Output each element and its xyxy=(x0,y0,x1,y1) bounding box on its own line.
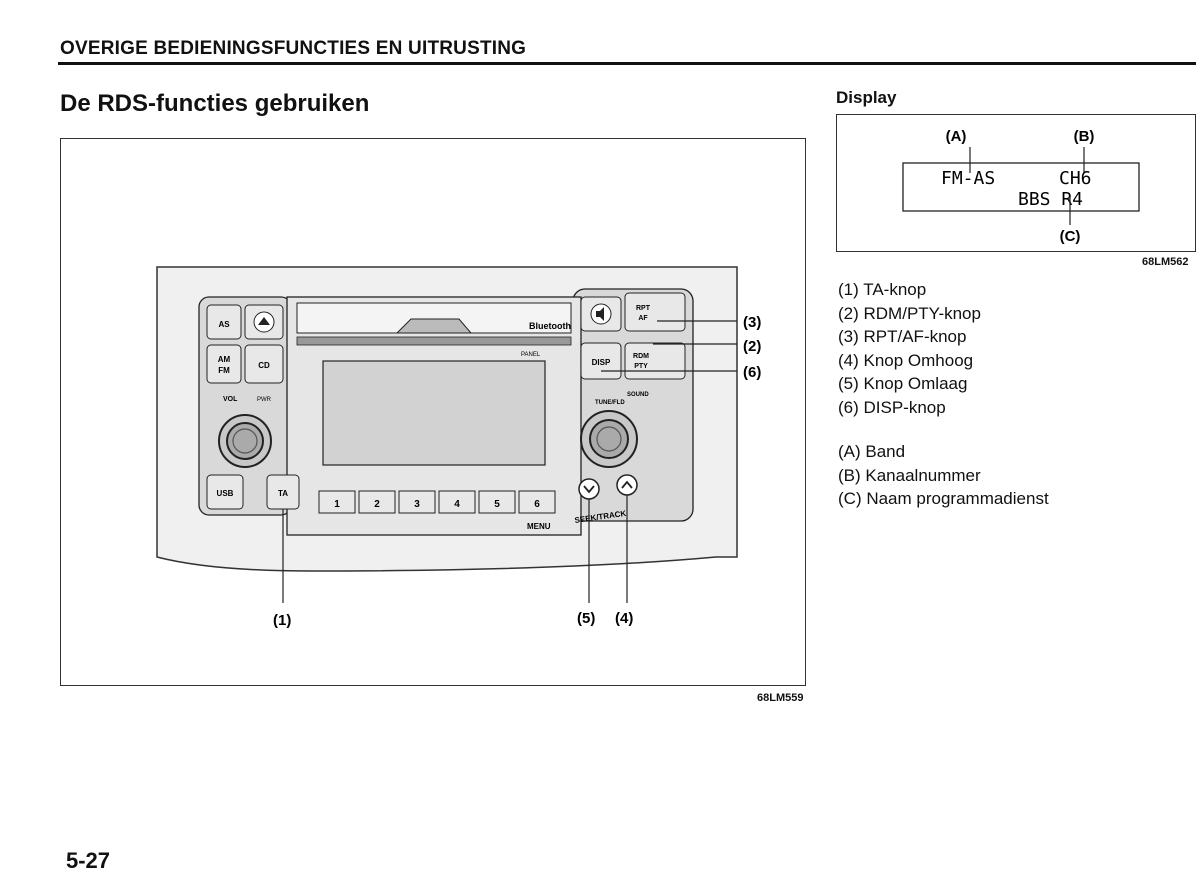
display-illustration: (A) (B) FM-AS CH6 BBS R4 (C) xyxy=(902,128,1140,245)
preset-buttons: 1 2 3 4 5 6 xyxy=(318,490,556,514)
header-rule xyxy=(58,62,1196,65)
rpt-af-button[interactable]: RPT AF xyxy=(624,292,686,332)
svg-text:PTY: PTY xyxy=(634,363,648,370)
svg-text:AM: AM xyxy=(218,355,231,364)
cd-slot xyxy=(395,318,473,334)
am-fm-button[interactable]: AM FM xyxy=(206,344,242,384)
svg-text:AS: AS xyxy=(218,320,230,329)
display-code: 68LM562 xyxy=(1142,256,1189,268)
svg-text:4: 4 xyxy=(454,499,460,510)
label-c: (C) xyxy=(1060,228,1081,245)
svg-text:FM: FM xyxy=(218,366,230,375)
radio-figure: Bluetooth PANEL AS AM FM CD VOL PWR xyxy=(60,138,806,686)
sound-label: SOUND xyxy=(627,392,649,398)
label-a: (A) xyxy=(946,128,967,145)
legend-item: (4) Knop Omhoog xyxy=(838,350,974,370)
legend-item: (2) RDM/PTY-knop xyxy=(838,303,981,323)
preset-button-5[interactable]: 5 xyxy=(478,490,516,514)
panel-text: PANEL xyxy=(521,352,541,358)
preset-button-2[interactable]: 2 xyxy=(358,490,396,514)
svg-text:TA: TA xyxy=(278,489,288,498)
channel-text: CH6 xyxy=(1059,168,1092,189)
chevron-up-icon xyxy=(621,480,633,489)
ta-button[interactable]: TA xyxy=(266,474,300,510)
bluetooth-text: Bluetooth xyxy=(529,321,571,331)
program-service-text: BBS R4 xyxy=(1018,189,1083,210)
lcd-display xyxy=(902,162,1140,212)
legend-item: (6) DISP-knop xyxy=(838,397,946,417)
svg-text:AF: AF xyxy=(638,315,648,322)
usb-button[interactable]: USB xyxy=(206,474,244,510)
preset-button-4[interactable]: 4 xyxy=(438,490,476,514)
eject-button[interactable] xyxy=(244,304,284,340)
tune-fld-label: TUNE/FLD xyxy=(595,400,625,406)
page-title: De RDS-functies gebruiken xyxy=(60,90,370,117)
svg-text:DISP: DISP xyxy=(592,358,611,367)
eject-icon xyxy=(258,317,270,325)
callout-1: (1) xyxy=(273,612,291,629)
display-legend-list: (A) Band (B) Kanaalnummer (C) Naam progr… xyxy=(838,440,1049,511)
vol-label: VOL xyxy=(223,396,238,403)
tune-knob[interactable] xyxy=(580,410,638,468)
chevron-down-icon xyxy=(583,485,595,494)
figure-code: 68LM559 xyxy=(757,692,804,704)
legend-list: (1) TA-knop (2) RDM/PTY-knop (3) RPT/AF-… xyxy=(838,278,981,419)
page-number: 5-27 xyxy=(66,848,111,873)
svg-text:3: 3 xyxy=(414,499,420,510)
preset-button-3[interactable]: 3 xyxy=(398,490,436,514)
legend-item: (A) Band xyxy=(838,442,906,461)
radio-illustration: Bluetooth PANEL AS AM FM CD VOL PWR xyxy=(156,266,761,629)
legend-item: (C) Naam programmadienst xyxy=(838,489,1049,508)
svg-text:RPT: RPT xyxy=(636,305,651,312)
display-figure: (A) (B) FM-AS CH6 BBS R4 (C) xyxy=(836,114,1196,252)
callout-3: (3) xyxy=(743,314,761,331)
preset-button-6[interactable]: 6 xyxy=(518,490,556,514)
section-header: OVERIGE BEDIENINGSFUNCTIES EN UITRUSTING xyxy=(60,38,527,59)
rdm-pty-button[interactable]: RDM PTY xyxy=(624,342,686,380)
legend-item: (5) Knop Omlaag xyxy=(838,374,968,393)
band-text: FM-AS xyxy=(941,168,995,189)
svg-text:RDM: RDM xyxy=(633,353,649,360)
svg-text:CD: CD xyxy=(258,361,270,370)
radio-screen xyxy=(322,360,546,466)
label-b: (B) xyxy=(1074,128,1095,145)
as-button[interactable]: AS xyxy=(206,304,242,340)
mute-button[interactable] xyxy=(580,296,622,332)
svg-text:1: 1 xyxy=(334,499,340,510)
legend-item: (B) Kanaalnummer xyxy=(838,465,981,485)
callout-lines xyxy=(282,320,737,603)
volume-knob[interactable] xyxy=(218,414,272,468)
svg-text:USB: USB xyxy=(217,489,234,498)
legend-item: (1) TA-knop xyxy=(838,280,927,299)
cd-button[interactable]: CD xyxy=(244,344,284,384)
cd-slot-line xyxy=(296,336,572,346)
callout-5: (5) xyxy=(577,610,595,627)
seek-down-button[interactable] xyxy=(578,478,600,500)
preset-button-1[interactable]: 1 xyxy=(318,490,356,514)
callout-6: (6) xyxy=(743,364,761,381)
display-label: Display xyxy=(836,88,897,107)
svg-text:6: 6 xyxy=(534,499,540,510)
callout-4: (4) xyxy=(615,610,633,627)
pwr-label: PWR xyxy=(257,397,272,403)
svg-text:2: 2 xyxy=(374,499,380,510)
svg-text:5: 5 xyxy=(494,499,500,510)
legend-item: (3) RPT/AF-knop xyxy=(838,327,967,346)
callout-2: (2) xyxy=(743,338,761,355)
disp-button[interactable]: DISP xyxy=(580,342,622,380)
seek-up-button[interactable] xyxy=(616,474,638,496)
mute-icon xyxy=(596,307,604,321)
menu-label: MENU xyxy=(527,522,551,531)
